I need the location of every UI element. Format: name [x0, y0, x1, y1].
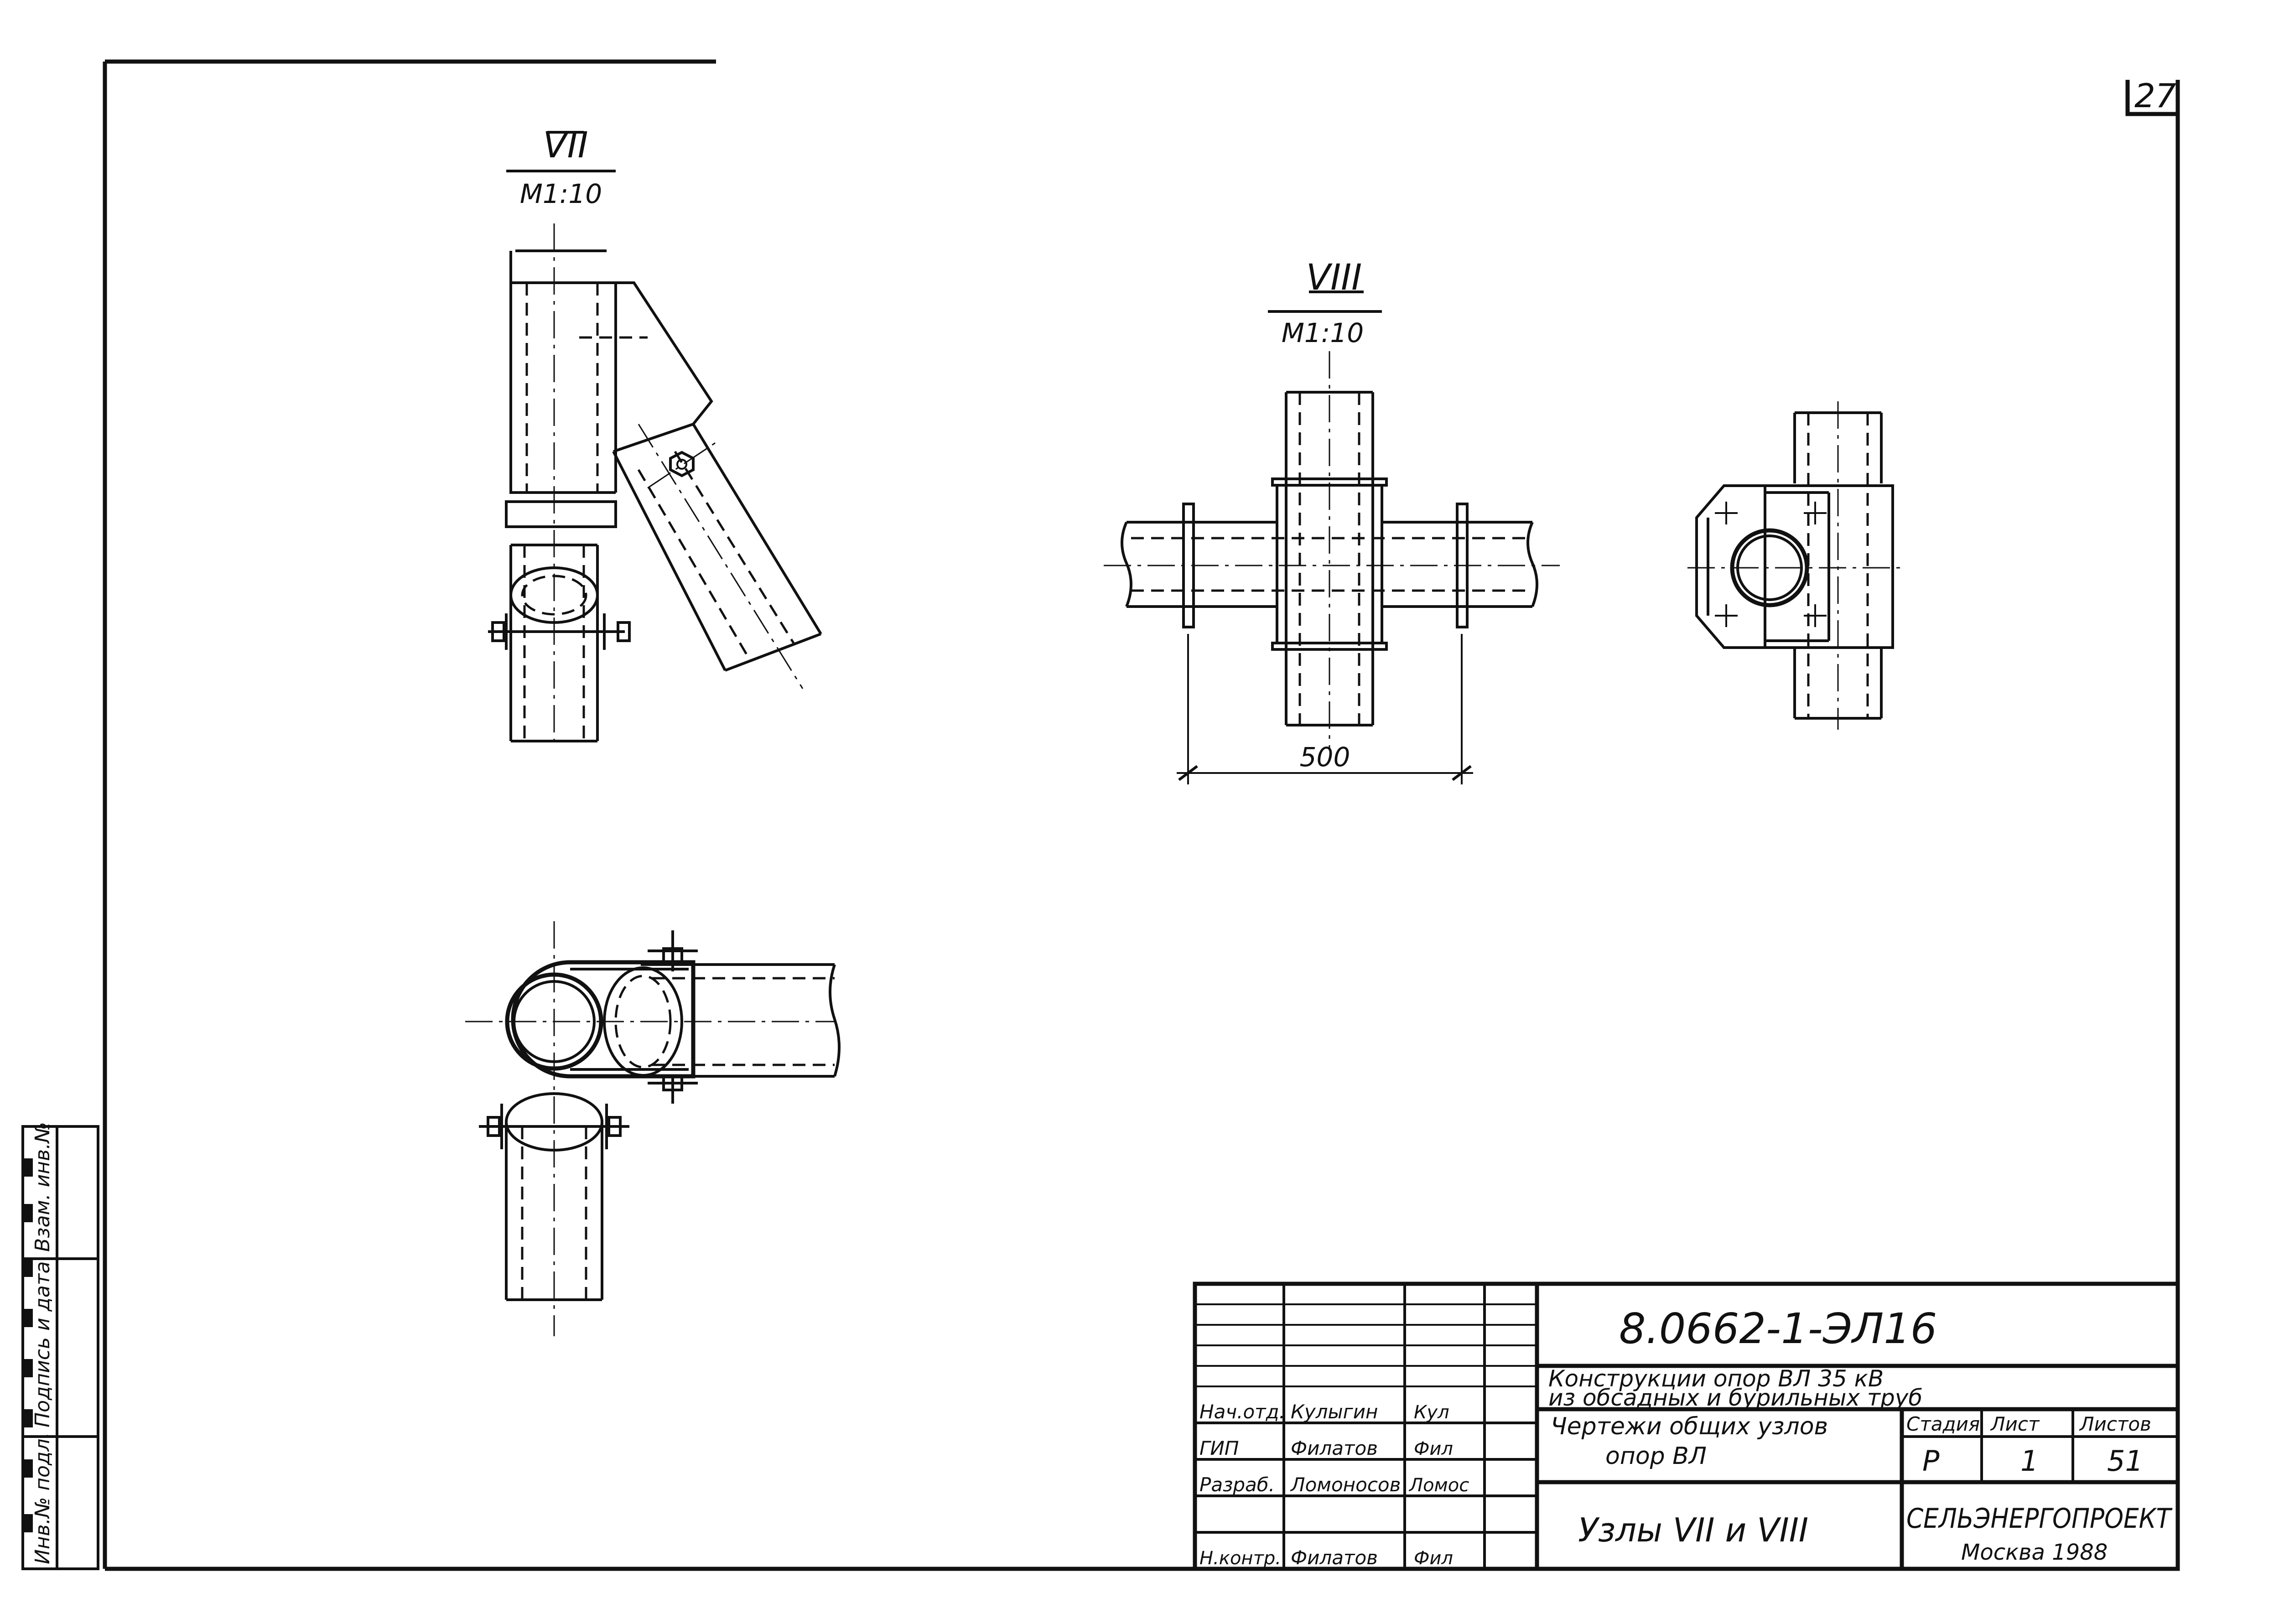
view7-scale: М1:10 — [520, 178, 602, 209]
sign-head-of-dept: Кул — [1414, 1402, 1449, 1423]
view7-drawing — [488, 223, 822, 748]
role-head-of-dept: Нач.отд. — [1199, 1401, 1285, 1423]
sign-norm-control: Фил — [1414, 1548, 1453, 1569]
view8-label: VIII — [1306, 257, 1362, 298]
project-line1: Конструкции опор ВЛ 35 кВ — [1548, 1365, 1884, 1392]
name-norm-control: Филатов — [1291, 1546, 1378, 1569]
view8-side-drawing — [1687, 401, 1906, 730]
view7-label: VII — [543, 125, 588, 166]
sheet-header: Лист — [1990, 1413, 2040, 1435]
name-head-of-dept: Кулыгин — [1291, 1401, 1378, 1423]
role-chief-engineer: ГИП — [1199, 1437, 1239, 1459]
view7-heading — [506, 131, 616, 172]
role-developer: Разраб. — [1199, 1474, 1275, 1496]
org-name: СЕЛЬЭНЕРГОПРОЕКТ — [1906, 1503, 2173, 1535]
sheet-value: 1 — [2020, 1444, 2038, 1478]
name-developer: Ломоносов — [1290, 1474, 1401, 1496]
side-stamp — [21, 1125, 99, 1570]
sign-developer: Ломос — [1408, 1475, 1469, 1496]
view8-dimension: 500 — [1300, 742, 1350, 773]
sheet-title: Узлы VII и VIII — [1578, 1511, 1808, 1549]
role-norm-control: Н.контр. — [1199, 1548, 1281, 1569]
sign-chief-engineer: Фил — [1414, 1438, 1453, 1459]
doc-code: 8.0662-1-ЭЛ16 — [1619, 1304, 1937, 1353]
sheets-header: Листов — [2079, 1413, 2151, 1435]
corner-node-drawing — [465, 921, 841, 1336]
section-line1: Чертежи общих узлов — [1551, 1413, 1828, 1440]
stamp-replaced-inv: Взам. инв.№ — [31, 1122, 54, 1252]
sheets-value: 51 — [2107, 1444, 2143, 1478]
view8-heading — [1268, 291, 1382, 313]
name-chief-engineer: Филатов — [1291, 1437, 1378, 1459]
view8-scale: М1:10 — [1282, 317, 1364, 348]
section-line2: опор ВЛ — [1605, 1442, 1707, 1470]
stage-header: Стадия — [1906, 1413, 1980, 1435]
stamp-inv-no: Инв.№ подл. — [31, 1432, 54, 1564]
project-line2: из обсадных и бурильных труб — [1548, 1385, 1922, 1411]
stage-value: Р — [1922, 1444, 1940, 1478]
sheet-number: 27 — [2134, 77, 2176, 115]
org-city-year: Москва 1988 — [1961, 1540, 2108, 1565]
stamp-signature-date: Подпись и дата — [31, 1261, 54, 1427]
view8-front-drawing — [1104, 351, 1560, 784]
title-block — [1193, 1282, 2180, 1571]
